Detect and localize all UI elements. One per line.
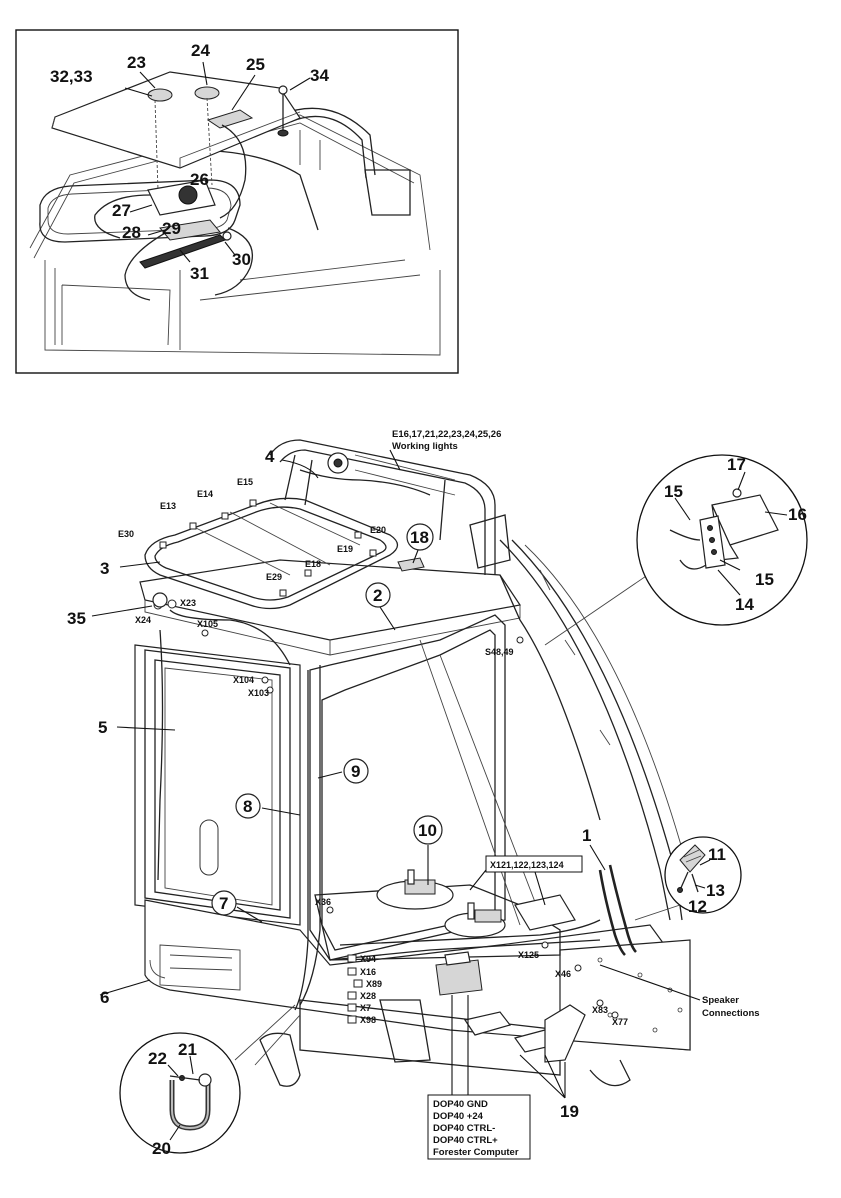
callout-4: 4 [265, 447, 275, 466]
lamp-e19: E19 [337, 544, 353, 554]
conn-x103: X103 [248, 688, 269, 698]
conn-x98: X98 [360, 1015, 376, 1025]
callout-9: 9 [351, 762, 360, 781]
callout-27: 27 [112, 201, 131, 220]
conn-s48-49: S48,49 [485, 647, 514, 657]
callout-15-top: 15 [664, 482, 683, 501]
detail-switch-bracket: 17 15 16 15 14 [544, 454, 808, 646]
conn-x104: X104 [233, 675, 254, 685]
callout-9-circle [343, 758, 369, 784]
callout-31: 31 [190, 264, 209, 283]
callout-32-33: 32,33 [50, 67, 93, 86]
callout-13: 13 [706, 881, 725, 900]
dop40-plus24: DOP40 +24 [433, 1111, 484, 1122]
conn-x94: X94 [360, 954, 376, 964]
callout-1: 1 [582, 826, 591, 845]
working-lights-codes: E16,17,21,22,23,24,25,26 [392, 429, 501, 440]
callout-17: 17 [727, 455, 746, 474]
callout-29: 29 [162, 219, 181, 238]
conn-x28: X28 [360, 991, 376, 1001]
callout-25: 25 [246, 55, 265, 74]
lamp-e15: E15 [237, 477, 253, 487]
lamp-e14: E14 [197, 489, 213, 499]
conn-x24: X24 [135, 615, 151, 625]
conn-x89: X89 [366, 979, 382, 989]
callout-16: 16 [788, 505, 807, 524]
lamp-e20: E20 [370, 525, 386, 535]
callout-2: 2 [373, 586, 382, 605]
speaker-label-line2: Connections [702, 1008, 760, 1019]
callout-12: 12 [688, 897, 707, 916]
callout-24: 24 [191, 41, 210, 60]
callout-18-circle [406, 523, 434, 551]
callout-28: 28 [122, 223, 141, 242]
callout-22: 22 [148, 1049, 167, 1068]
lamp-e13: E13 [160, 501, 176, 511]
detail-plug: 11 13 12 [634, 836, 742, 921]
callout-8: 8 [243, 797, 252, 816]
roof-inset-panel: 32,33 23 24 25 34 26 27 28 29 30 31 [15, 29, 459, 374]
lamp-e30: E30 [118, 529, 134, 539]
lamp-e18: E18 [305, 559, 321, 569]
dop40-ctrl-minus: DOP40 CTRL- [433, 1123, 495, 1134]
callout-23: 23 [127, 53, 146, 72]
callout-26: 26 [190, 170, 209, 189]
cab-main-drawing: 4 3 35 5 6 7 8 9 2 18 10 1 19 E16,17,21,… [67, 429, 760, 1160]
conn-x83: X83 [592, 1005, 608, 1015]
working-lights-label: Working lights [392, 441, 458, 452]
conn-x77: X77 [612, 1017, 628, 1027]
conn-x125: X125 [518, 950, 539, 960]
callout-15-bottom: 15 [755, 570, 774, 589]
callout-6: 6 [100, 988, 109, 1007]
callout-21: 21 [178, 1040, 197, 1059]
conn-x36: X36 [315, 897, 331, 907]
callout-10: 10 [418, 821, 437, 840]
callout-20: 20 [152, 1139, 171, 1158]
callout-35: 35 [67, 609, 86, 628]
conn-x121-124: X121,122,123,124 [490, 860, 564, 870]
callout-14: 14 [735, 595, 754, 614]
callout-5: 5 [98, 718, 107, 737]
callout-7-circle [211, 890, 237, 916]
callout-18: 18 [410, 528, 429, 547]
forester-computer: Forester Computer [433, 1147, 519, 1158]
callout-11: 11 [708, 845, 726, 864]
dop40-gnd: DOP40 GND [433, 1099, 488, 1110]
callout-7: 7 [219, 894, 228, 913]
callout-2-circle [365, 582, 391, 608]
callout-3: 3 [100, 559, 109, 578]
callout-8-circle [235, 793, 261, 819]
speaker-label-line1: Speaker [702, 995, 739, 1006]
callout-30: 30 [232, 250, 251, 269]
lamp-e29: E29 [266, 572, 282, 582]
conn-x105: X105 [197, 619, 218, 629]
conn-x7: X7 [360, 1003, 371, 1013]
callout-19: 19 [560, 1102, 579, 1121]
conn-x23: X23 [180, 598, 196, 608]
detail-u-bolt: 22 21 20 [119, 1004, 301, 1158]
conn-x16: X16 [360, 967, 376, 977]
callout-10-circle [413, 815, 443, 845]
callout-34: 34 [310, 66, 329, 85]
conn-x46: X46 [555, 969, 571, 979]
dop40-ctrl-plus: DOP40 CTRL+ [433, 1135, 498, 1146]
